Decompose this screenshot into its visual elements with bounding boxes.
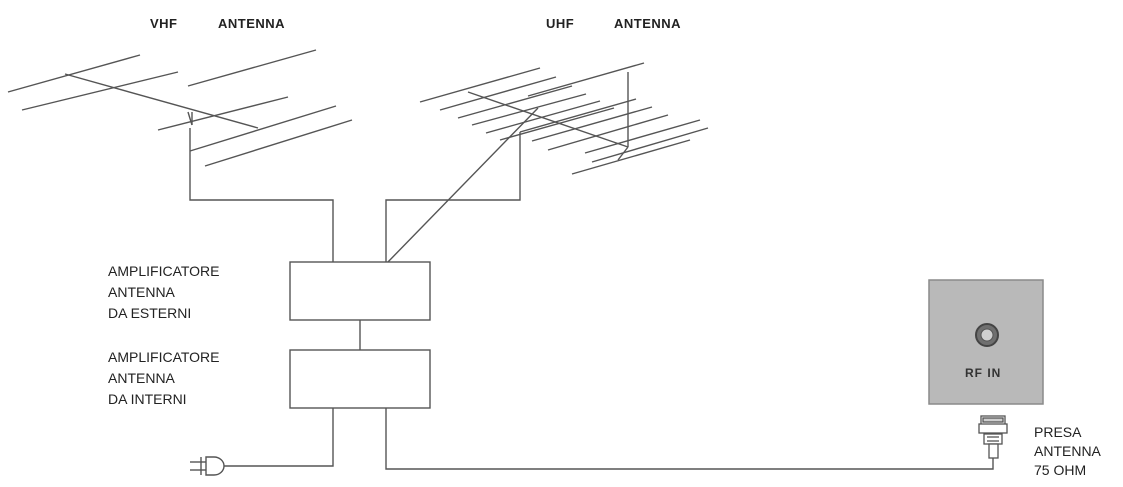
uhf-element <box>571 139 691 175</box>
uhf-boom <box>467 91 629 148</box>
rf-in-label: RF IN <box>965 366 1002 380</box>
uhf-element <box>439 76 557 111</box>
uhf-element <box>584 119 701 154</box>
antenna-plug-label: PRESA ANTENNA 75 OHM <box>1034 423 1101 480</box>
power-plug-icon <box>190 456 225 476</box>
uhf-element <box>519 98 637 133</box>
antenna-plug-label-line: 75 OHM <box>1034 462 1087 478</box>
indoor-amplifier-label-line: AMPLIFICATORE <box>108 349 220 365</box>
uhf-element <box>499 107 615 141</box>
outdoor-amplifier-label: AMPLIFICATORE ANTENNA DA ESTERNI <box>108 261 220 324</box>
uhf-element <box>471 93 587 126</box>
uhf-cable <box>385 132 521 262</box>
outdoor-amplifier-label-line: ANTENNA <box>108 284 175 300</box>
uhf-element <box>591 127 709 163</box>
antenna-plug-icon <box>978 415 1008 459</box>
uhf-element <box>547 114 669 151</box>
indoor-amplifier-box <box>289 349 431 409</box>
antenna-plug-label-line: ANTENNA <box>1034 443 1101 459</box>
uhf-antenna <box>419 62 709 175</box>
vhf-antenna <box>7 49 353 167</box>
vhf-cable <box>189 128 334 262</box>
uhf-heading: UHF <box>546 16 575 31</box>
indoor-amplifier-label-line: DA INTERNI <box>108 391 187 407</box>
vhf-element <box>157 96 289 131</box>
vhf-dipole-feed <box>187 111 193 126</box>
uhf-element <box>485 100 601 134</box>
outdoor-amplifier-box <box>289 261 431 321</box>
power-cable <box>222 408 334 467</box>
uhf-element <box>527 62 645 97</box>
coax-to-socket <box>385 408 994 470</box>
uhf-diagonal-feed <box>385 107 539 265</box>
uhf-element <box>531 106 653 142</box>
vhf-heading: VHF <box>150 16 178 31</box>
vhf-boom <box>64 73 259 129</box>
uhf-element <box>419 67 541 103</box>
indoor-amplifier-label-line: ANTENNA <box>108 370 175 386</box>
vhf-element <box>7 54 141 93</box>
vhf-element <box>21 71 179 111</box>
vhf-element <box>189 105 337 152</box>
vhf-antenna-heading: ANTENNA <box>218 16 286 31</box>
uhf-element <box>457 85 573 119</box>
outdoor-amplifier-label-line: AMPLIFICATORE <box>108 263 220 279</box>
vhf-element <box>187 49 317 87</box>
indoor-amplifier-label: AMPLIFICATORE ANTENNA DA INTERNI <box>108 347 220 410</box>
uhf-mast-foot <box>617 146 629 161</box>
coax-connector-icon <box>975 323 999 347</box>
antenna-plug-label-line: PRESA <box>1034 424 1082 440</box>
uhf-antenna-heading: ANTENNA <box>614 16 682 31</box>
cables <box>189 107 994 470</box>
vhf-element <box>204 119 353 167</box>
outdoor-amplifier-label-line: DA ESTERNI <box>108 305 192 321</box>
